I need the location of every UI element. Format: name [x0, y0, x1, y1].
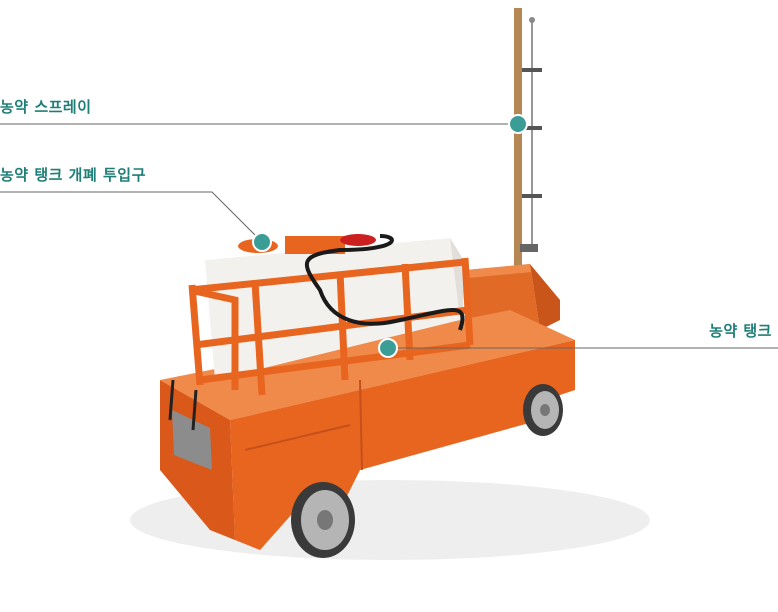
spray-pole [514, 8, 542, 270]
tank-marker [378, 338, 398, 358]
spray-hose [304, 234, 465, 331]
callout-lines [0, 123, 778, 349]
tank-label: 농약 탱크 [709, 322, 772, 340]
tank-lid-label: 농약 탱크 개폐 투입구 [0, 166, 146, 184]
tank-frame [188, 257, 474, 396]
spray-label: 농약 스프레이 [0, 98, 92, 116]
rear-wheel [523, 384, 563, 436]
tank-lid-marker [252, 232, 272, 252]
front-wheel [291, 482, 355, 558]
spray-marker [508, 114, 528, 134]
